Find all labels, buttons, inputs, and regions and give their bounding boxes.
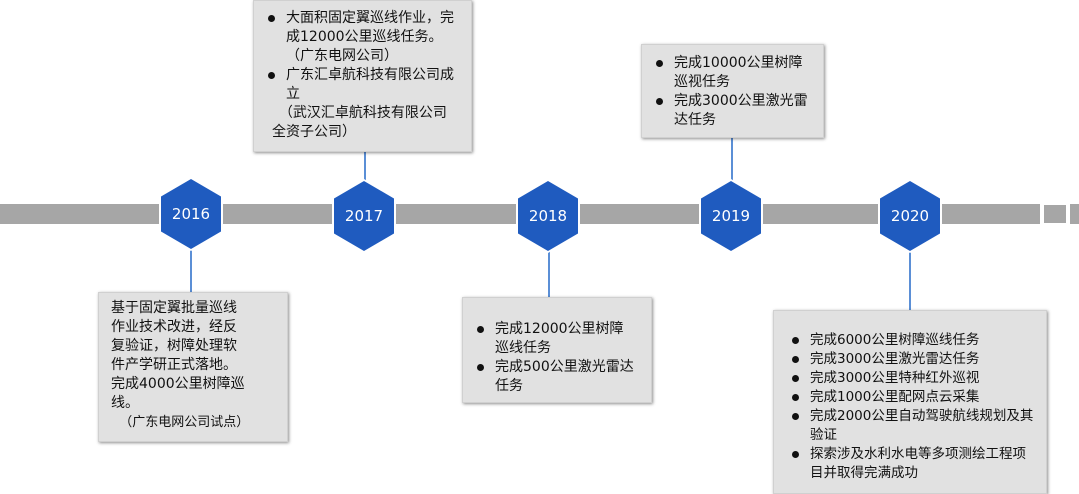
- connector-2016: [190, 240, 192, 292]
- year-node-2019: 2019: [699, 179, 763, 253]
- year-label: 2019: [711, 207, 751, 225]
- milestone-item: 完成6000公里树障巡线任务: [784, 331, 1036, 350]
- milestone-text-line: 完成4000公里树障巡: [111, 376, 245, 392]
- milestone-text-line: （广东电网公司试点）: [111, 415, 250, 430]
- milestone-text-line: （武汉汇卓航科技有限公司: [270, 105, 447, 121]
- milestone-text-line: 件产学研正式落地。: [111, 357, 237, 373]
- milestone-text-line: 基于固定翼批量巡线: [111, 300, 237, 316]
- connector-2018: [548, 246, 550, 298]
- year-label: 2018: [528, 207, 568, 225]
- milestone-box-2018: 完成12000公里树障巡线任务 完成500公里激光雷达任务: [462, 297, 652, 403]
- connector-2019: [731, 138, 733, 182]
- year-node-2016: 2016: [159, 177, 223, 251]
- milestone-item: 广东汇卓航科技有限公司成立: [260, 66, 461, 104]
- milestone-item: 完成12000公里树障巡线任务: [469, 320, 637, 358]
- year-label: 2017: [344, 207, 384, 225]
- milestone-box-2019: 完成10000公里树障巡视任务 完成3000公里激光雷达任务: [641, 44, 824, 138]
- milestone-item: 大面积固定翼巡线作业，完成12000公里巡线任务。（广东电网公司）: [260, 9, 461, 66]
- year-node-2018: 2018: [516, 179, 580, 253]
- milestone-text-line: 复验证，树障处理软: [111, 338, 237, 354]
- milestone-box-2017: 大面积固定翼巡线作业，完成12000公里巡线任务。（广东电网公司） 广东汇卓航科…: [253, 0, 472, 152]
- milestone-item: 完成3000公里激光雷达任务: [784, 350, 1036, 369]
- milestone-item: 完成2000公里自动驾驶航线规划及其验证: [784, 407, 1036, 445]
- milestone-item: 完成1000公里配网点云采集: [784, 388, 1036, 407]
- milestone-box-2020: 完成6000公里树障巡线任务 完成3000公里激光雷达任务 完成3000公里特种…: [773, 310, 1047, 494]
- milestone-item: 完成3000公里激光雷达任务: [648, 92, 809, 130]
- milestone-item: 完成500公里激光雷达任务: [469, 358, 637, 396]
- year-label: 2020: [890, 207, 930, 225]
- milestone-text-line: 全资子公司）: [272, 124, 356, 140]
- milestone-item: 完成3000公里特种红外巡视: [784, 369, 1036, 388]
- year-node-2020: 2020: [878, 179, 942, 253]
- year-node-2017: 2017: [332, 179, 396, 253]
- milestone-text-line: 作业技术改进，经反: [111, 319, 237, 335]
- milestone-item: 探索涉及水利水电等多项测绘工程项目并取得完满成功: [784, 445, 1036, 483]
- connector-2020: [909, 248, 911, 310]
- milestone-item: 完成10000公里树障巡视任务: [648, 54, 809, 92]
- timeline-axis-end: [1043, 204, 1067, 224]
- milestone-text-line: 线。: [111, 395, 139, 411]
- milestone-box-2016: 基于固定翼批量巡线 作业技术改进，经反 复验证，树障处理软 件产学研正式落地。 …: [98, 292, 288, 442]
- timeline-axis-tail: [1070, 204, 1079, 224]
- year-label: 2016: [171, 205, 211, 223]
- connector-2017: [364, 152, 366, 186]
